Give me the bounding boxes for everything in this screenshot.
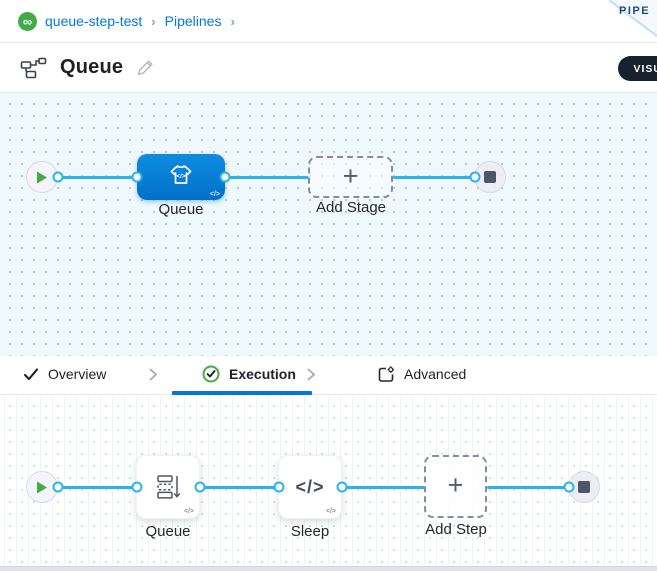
yaml-code-badge[interactable]: </>	[209, 191, 220, 198]
active-tab-underline	[172, 391, 312, 395]
connector-line	[487, 486, 569, 489]
tab-execution[interactable]: Execution	[202, 356, 296, 392]
queue-step-icon	[157, 475, 181, 499]
tab-overview-label: Overview	[48, 366, 107, 382]
in-port[interactable]	[563, 481, 575, 493]
yaml-code-badge[interactable]: </>	[325, 508, 336, 515]
step-node-label: Sleep	[290, 523, 330, 540]
visual-yaml-toggle[interactable]: VISUAL	[618, 56, 657, 81]
connector-line	[342, 486, 425, 489]
page-title: Queue	[60, 56, 124, 78]
add-stage-label: Add Stage	[315, 199, 387, 216]
stage-node-queue[interactable]: </> </>	[137, 154, 225, 200]
horizontal-scrollbar[interactable]	[0, 566, 657, 571]
pipeline-studio-ribbon: PIPE	[608, 0, 657, 37]
tab-overview[interactable]: Overview	[23, 356, 106, 392]
step-node-sleep[interactable]: </> </>	[278, 455, 342, 519]
out-port[interactable]	[52, 171, 64, 183]
check-icon	[23, 368, 39, 381]
stop-icon	[484, 171, 496, 183]
ci-stage-icon: </>	[170, 165, 192, 184]
connector-line	[225, 176, 309, 179]
infinity-glyph: ∞	[22, 13, 33, 29]
out-port[interactable]	[219, 171, 231, 183]
out-port[interactable]	[52, 481, 64, 493]
in-port[interactable]	[131, 481, 143, 493]
connector-line	[200, 486, 279, 489]
check-circle-icon	[202, 365, 220, 383]
pipeline-end-node[interactable]	[474, 161, 506, 193]
add-stage-button[interactable]: +	[308, 156, 393, 198]
plus-icon: +	[342, 160, 359, 191]
breadcrumb: ∞ queue-step-test › Pipelines ›	[0, 0, 657, 43]
chevron-right-icon: ›	[151, 13, 156, 29]
out-port[interactable]	[194, 481, 206, 493]
stage-config-tabs: Overview Execution	[0, 356, 657, 395]
step-node-label: Queue	[145, 523, 191, 540]
execution-graph-canvas[interactable]: </> Queue </> </> Sleep + Add Step	[0, 395, 657, 571]
ribbon-label: PIPE	[619, 5, 650, 17]
breadcrumb-pipelines-link[interactable]: Pipelines	[164, 13, 222, 29]
stage-node-label: Queue	[158, 201, 204, 218]
step-node-queue[interactable]: </>	[136, 455, 200, 519]
in-port[interactable]	[131, 171, 143, 183]
tab-execution-label: Execution	[229, 366, 296, 382]
in-port[interactable]	[273, 481, 285, 493]
in-port[interactable]	[469, 171, 481, 183]
yaml-code-badge[interactable]: </>	[183, 508, 194, 515]
add-step-label: Add Step	[425, 521, 487, 538]
pipeline-title-bar: Queue VISUAL	[0, 43, 657, 93]
ribbon-edge	[608, 0, 657, 37]
code-step-icon: </>	[295, 476, 325, 497]
plus-icon: +	[447, 470, 464, 500]
connector-line	[58, 176, 138, 179]
connector-line	[393, 176, 475, 179]
tab-advanced-label: Advanced	[404, 366, 467, 382]
play-icon	[37, 171, 47, 183]
play-icon	[37, 481, 47, 493]
out-port[interactable]	[336, 481, 348, 493]
chevron-right-icon: ›	[230, 13, 235, 29]
code-glyph: </>	[176, 173, 186, 180]
pipeline-flowchart-icon	[20, 57, 47, 78]
connector-line	[58, 486, 137, 489]
tab-advanced[interactable]: Advanced	[377, 356, 466, 392]
stop-icon	[578, 481, 590, 493]
chevron-right-icon	[307, 368, 316, 381]
edit-pencil-icon[interactable]	[136, 58, 155, 77]
breadcrumb-project-link[interactable]: queue-step-test	[45, 13, 143, 29]
stage-graph-canvas[interactable]: </> </> Queue + Add Stage	[0, 93, 657, 356]
pipeline-start-node[interactable]	[26, 161, 58, 193]
advanced-settings-icon	[378, 365, 394, 382]
add-step-button[interactable]: +	[424, 455, 487, 518]
execution-end-node[interactable]	[568, 471, 600, 503]
project-logo-icon: ∞	[18, 11, 37, 31]
chevron-right-icon	[149, 368, 158, 381]
